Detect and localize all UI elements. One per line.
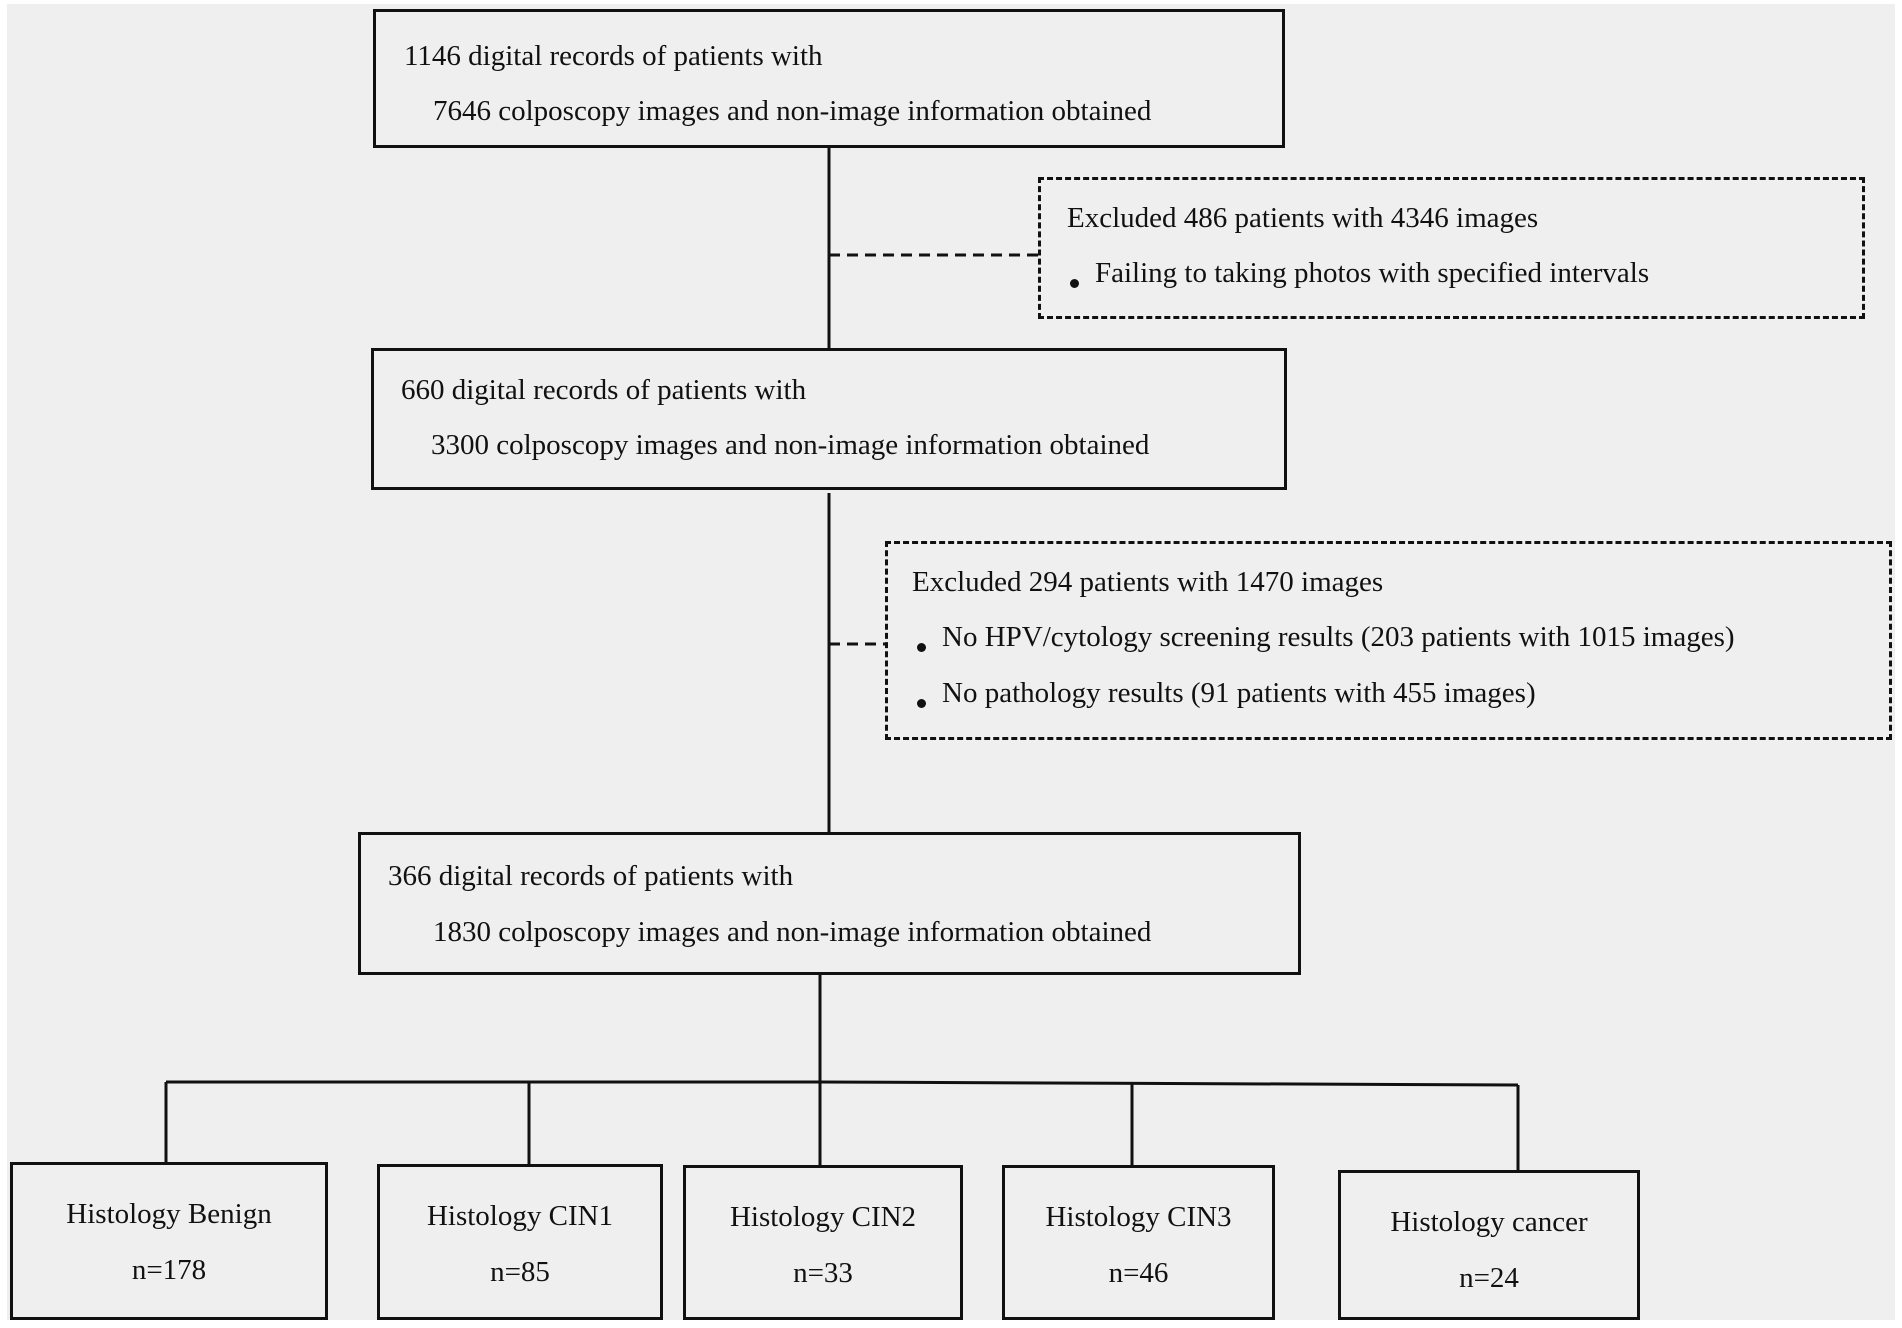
exclusion2-title: Excluded 294 patients with 1470 images xyxy=(912,566,1384,598)
exclusion2-item-1: No HPV/cytology screening results (203 p… xyxy=(942,621,1735,653)
stage3-box: 366 digital records of patients with 183… xyxy=(358,832,1301,975)
category-count: n=24 xyxy=(1459,1262,1519,1294)
exclusion1-item: Failing to taking photos with specified … xyxy=(1095,257,1650,289)
category-box-cin1: Histology CIN1 n=85 xyxy=(377,1164,663,1320)
stage1-line1: 1146 digital records of patients with xyxy=(404,40,823,72)
category-box-cin3: Histology CIN3 n=46 xyxy=(1002,1165,1275,1320)
stage2-box: 660 digital records of patients with 330… xyxy=(371,348,1287,490)
stage3-line2: 1830 colposcopy images and non-image inf… xyxy=(433,916,1152,948)
exclusion2-item-2: No pathology results (91 patients with 4… xyxy=(942,677,1536,709)
stage2-line1: 660 digital records of patients with xyxy=(401,374,807,406)
exclusion1-box: Excluded 486 patients with 4346 images F… xyxy=(1038,177,1865,319)
category-box-cancer: Histology cancer n=24 xyxy=(1338,1170,1640,1320)
category-count: n=33 xyxy=(793,1257,853,1289)
category-label: Histology CIN1 xyxy=(426,1200,614,1232)
category-count: n=85 xyxy=(490,1256,550,1288)
bullet-icon xyxy=(917,699,926,708)
category-count: n=46 xyxy=(1108,1257,1169,1289)
category-label: Histology cancer xyxy=(1390,1206,1588,1238)
connector-branch-bar xyxy=(166,1080,1519,1087)
stage1-line2: 7646 colposcopy images and non-image inf… xyxy=(433,95,1152,127)
category-box-cin2: Histology CIN2 n=33 xyxy=(683,1165,963,1320)
bullet-icon xyxy=(1070,279,1079,288)
bullet-icon xyxy=(917,643,926,652)
stage1-box: 1146 digital records of patients with 76… xyxy=(373,9,1285,148)
exclusion1-title: Excluded 486 patients with 4346 images xyxy=(1067,202,1539,234)
category-label: Histology Benign xyxy=(66,1198,272,1230)
stage2-line2: 3300 colposcopy images and non-image inf… xyxy=(431,429,1150,461)
category-count: n=178 xyxy=(131,1254,207,1286)
exclusion2-box: Excluded 294 patients with 1470 images N… xyxy=(885,541,1892,740)
category-label: Histology CIN3 xyxy=(1045,1201,1232,1233)
stage3-line1: 366 digital records of patients with xyxy=(388,860,794,892)
category-label: Histology CIN2 xyxy=(729,1201,917,1233)
category-box-benign: Histology Benign n=178 xyxy=(10,1162,328,1320)
